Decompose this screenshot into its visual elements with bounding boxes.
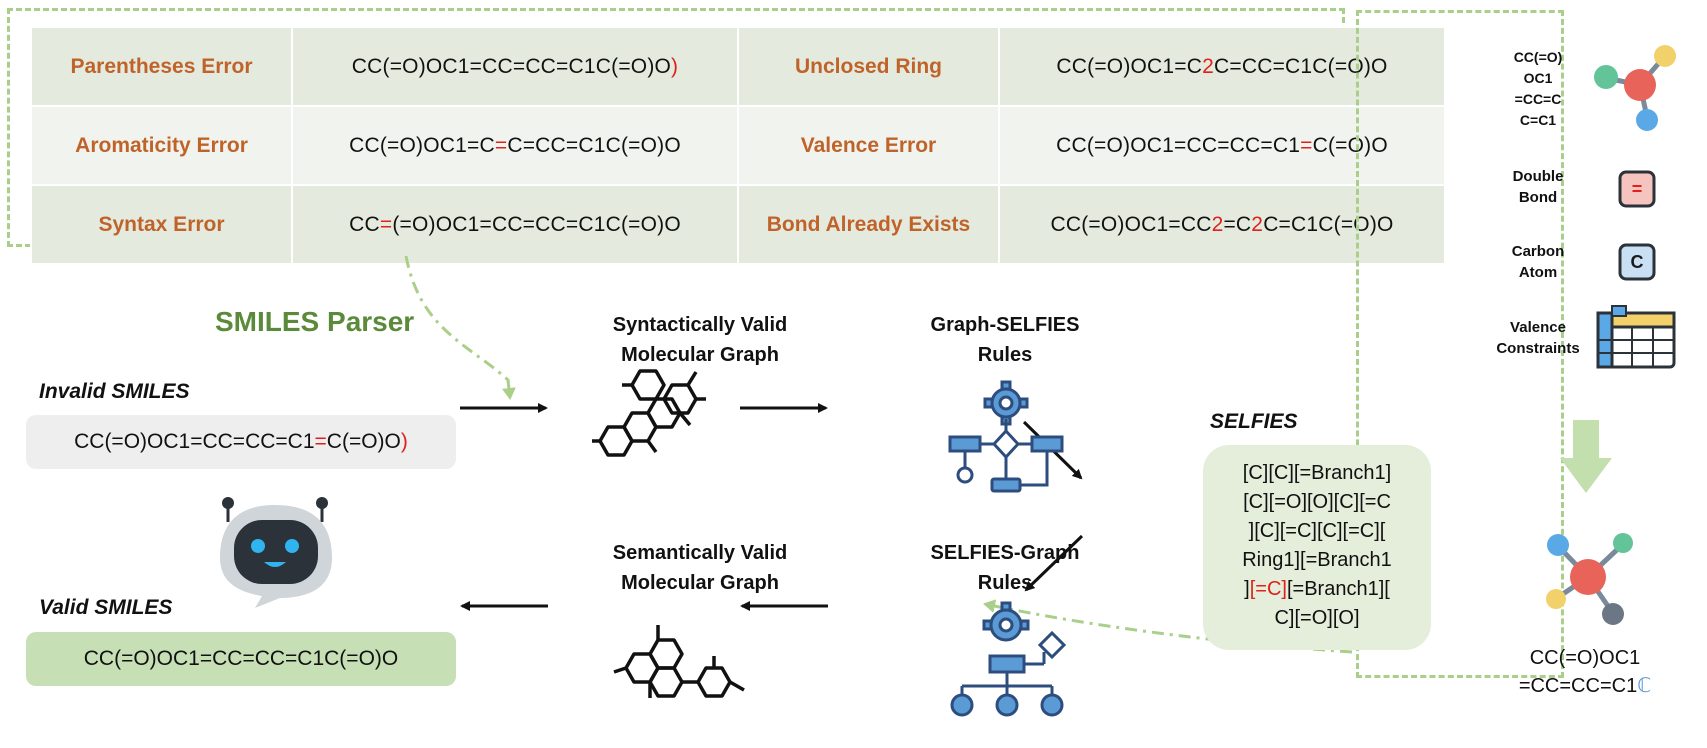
error-label: Valence Error xyxy=(736,105,1001,186)
selfies-graph-rules-icon xyxy=(950,601,1067,717)
selfies-line: Ring1][=Branch1 xyxy=(1242,549,1392,571)
double-bond-key-icon xyxy=(1618,170,1656,208)
selfies-line: [C][=O][O][C][=C xyxy=(1243,491,1391,513)
feedback-arrow-legend xyxy=(983,599,1353,654)
error-smiles: CC(=O)OC1=CC2=C2C=C1C(=O)O xyxy=(998,184,1446,265)
double-bond-symbol: = xyxy=(1631,179,1643,199)
table-row: Parentheses Error CC(=O)OC1=CC=CC=C1C(=O… xyxy=(29,26,1446,107)
corrected-smiles: CC(=O)OC1 =CC=CC=C1ℂ xyxy=(1518,647,1652,697)
corrected-molecule-icon xyxy=(1546,533,1633,625)
error-smiles: CC(=O)OC1=C2C=CC=C1C(=O)O xyxy=(998,26,1446,107)
selfies-line: C][=O][O] xyxy=(1274,607,1360,629)
error-label: Bond Already Exists xyxy=(736,184,1001,265)
molecule-model-icon xyxy=(1594,45,1676,131)
parser-label: SMILES Parser xyxy=(215,306,415,337)
valence-table-icon xyxy=(1596,305,1676,369)
invalid-smiles-title: Invalid SMILES xyxy=(39,380,190,403)
carbon-atom-symbol: C xyxy=(1630,252,1644,272)
feedback-arrow-table xyxy=(404,255,516,400)
valid-smiles-title: Valid SMILES xyxy=(39,596,173,619)
valid-smiles-box: CC(=O)OC1=CC=CC=C1C(=O)O xyxy=(26,632,456,686)
table-row: Syntax Error CC=(=O)OC1=CC=CC=C1C(=O)O B… xyxy=(29,184,1446,265)
graph-selfies-rules-icon xyxy=(948,380,1064,493)
selfies-line: [C][C][=Branch1] xyxy=(1242,462,1392,484)
error-smiles: CC(=O)OC1=C=C=CC=C1C(=O)O xyxy=(291,105,739,186)
syntactic-molecule-icon xyxy=(592,369,706,457)
carbon-atom-key-icon xyxy=(1618,243,1656,281)
robot-icon xyxy=(220,497,332,608)
error-label: Aromaticity Error xyxy=(29,105,294,186)
error-smiles: CC(=O)OC1=CC=CC=C1=C(=O)O xyxy=(998,105,1446,186)
gear-icon xyxy=(983,380,1029,426)
error-label: Unclosed Ring xyxy=(736,26,1001,107)
error-label: Parentheses Error xyxy=(29,26,294,107)
error-smiles: CC(=O)OC1=CC=CC=C1C(=O)O) xyxy=(291,26,739,107)
down-arrow-icon xyxy=(1560,420,1612,493)
gear-icon xyxy=(982,601,1030,642)
error-smiles: CC=(=O)OC1=CC=CC=C1C(=O)O xyxy=(291,184,739,265)
legend-panel xyxy=(1356,10,1564,678)
selfies-line: ][C][=C][C][=C][ xyxy=(1248,520,1386,542)
arrow-selfies-to-graph-rules xyxy=(1024,534,1084,592)
error-table: Parentheses Error CC(=O)OC1=CC=CC=C1C(=O… xyxy=(29,26,1446,265)
error-label: Syntax Error xyxy=(29,184,294,265)
selfies-title: SELFIES xyxy=(1210,410,1298,433)
selfies-line: ][=C][=Branch1][ xyxy=(1244,578,1390,600)
invalid-smiles-box: CC(=O)OC1=CC=CC=C1=C(=O)O) xyxy=(26,415,456,469)
selfies-box: [C][C][=Branch1] [C][=O][O][C][=C ][C][=… xyxy=(1203,445,1431,650)
table-row: Aromaticity Error CC(=O)OC1=C=C=CC=C1C(=… xyxy=(29,105,1446,186)
semantic-molecule-icon xyxy=(613,625,745,698)
